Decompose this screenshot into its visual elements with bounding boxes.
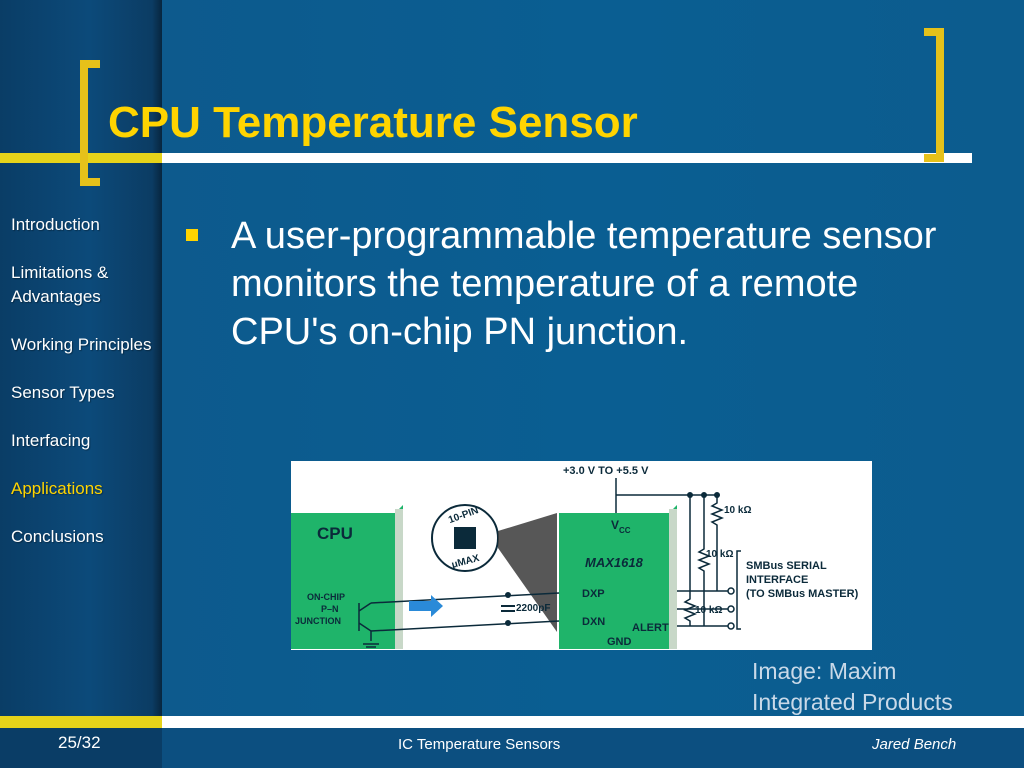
terminal-dot bbox=[727, 622, 735, 630]
vcc-label: V bbox=[611, 518, 619, 532]
dxn-wire bbox=[370, 620, 560, 632]
page-number: 25/32 bbox=[58, 733, 101, 752]
smbus-label-1: SMBus SERIAL bbox=[746, 560, 827, 572]
footer-title: IC Temperature Sensors bbox=[398, 736, 561, 753]
right-bracket-decoration bbox=[924, 28, 944, 162]
resistor-1 bbox=[709, 495, 725, 591]
nav-item-limitations-advantages[interactable]: Limitations & Advantages bbox=[11, 263, 109, 306]
square-bullet-icon bbox=[186, 229, 198, 241]
junction-label-2: P–N bbox=[321, 604, 339, 614]
dxn-label: DXN bbox=[582, 616, 605, 628]
nav-item-introduction[interactable]: Introduction bbox=[11, 215, 100, 234]
node-dot bbox=[505, 592, 511, 598]
package-chip-icon bbox=[454, 527, 476, 549]
nav-item-sensor-types[interactable]: Sensor Types bbox=[11, 383, 115, 402]
footer-author: Jared Bench bbox=[872, 736, 957, 753]
signal-arrow-icon bbox=[409, 595, 443, 617]
alert-label: ALERT bbox=[632, 622, 669, 634]
resistor-2 bbox=[696, 495, 712, 626]
title-rule bbox=[0, 153, 972, 163]
smbus-label-3: (TO SMBus MASTER) bbox=[746, 588, 859, 600]
capacitor-label: 2200pF bbox=[516, 603, 550, 614]
nav-item-interfacing[interactable]: Interfacing bbox=[11, 431, 91, 450]
nav-item-applications[interactable]: Applications bbox=[11, 479, 103, 498]
sidebar-nav: Introduction Limitations & Advantages Wo… bbox=[11, 213, 156, 573]
resistor-1-label: 10 kΩ bbox=[724, 505, 751, 516]
cpu-label: CPU bbox=[317, 524, 353, 543]
circuit-diagram-image: +3.0 V TO +5.5 V CPU ON-CHIP P–N JUNCTIO… bbox=[291, 461, 872, 650]
cpu-block bbox=[291, 505, 403, 649]
footer-rule bbox=[0, 716, 1024, 728]
max1618-block-side bbox=[669, 509, 677, 649]
left-bracket-decoration bbox=[80, 60, 100, 186]
smbus-brace bbox=[736, 550, 741, 630]
circuit-diagram: +3.0 V TO +5.5 V CPU ON-CHIP P–N JUNCTIO… bbox=[291, 465, 859, 649]
callout-beam bbox=[498, 513, 557, 632]
bullet-item: A user-programmable temperature sensor m… bbox=[186, 212, 956, 356]
supply-label: +3.0 V TO +5.5 V bbox=[563, 465, 649, 477]
junction-label-3: JUNCTION bbox=[295, 616, 341, 626]
dxp-wire bbox=[370, 592, 560, 604]
dxp-label: DXP bbox=[582, 588, 605, 600]
gnd-label: GND bbox=[607, 636, 632, 648]
junction-label-1: ON-CHIP bbox=[307, 592, 345, 602]
smbus-label-2: INTERFACE bbox=[746, 574, 808, 586]
terminal-dot bbox=[727, 605, 735, 613]
cpu-block-side bbox=[395, 509, 403, 649]
chip-name-label: MAX1618 bbox=[585, 555, 644, 570]
resistor-3 bbox=[682, 495, 698, 626]
vcc-subscript: CC bbox=[619, 526, 631, 535]
resistor-2-label: 10 kΩ bbox=[706, 549, 733, 560]
node-dot bbox=[505, 620, 511, 626]
image-caption: Image: Maxim Integrated Products bbox=[752, 656, 992, 718]
footer-band bbox=[0, 728, 1024, 768]
bullet-text: A user-programmable temperature sensor m… bbox=[231, 215, 937, 353]
caption-line-2: Integrated Products bbox=[752, 689, 953, 715]
nav-item-conclusions[interactable]: Conclusions bbox=[11, 527, 104, 546]
resistor-3-label: 10 kΩ bbox=[695, 605, 722, 616]
max1618-block bbox=[559, 505, 677, 649]
terminal-dot bbox=[727, 587, 735, 595]
caption-line-1: Image: Maxim bbox=[752, 658, 897, 684]
nav-item-working-principles[interactable]: Working Principles bbox=[11, 335, 152, 354]
slide-title: CPU Temperature Sensor bbox=[108, 98, 638, 147]
